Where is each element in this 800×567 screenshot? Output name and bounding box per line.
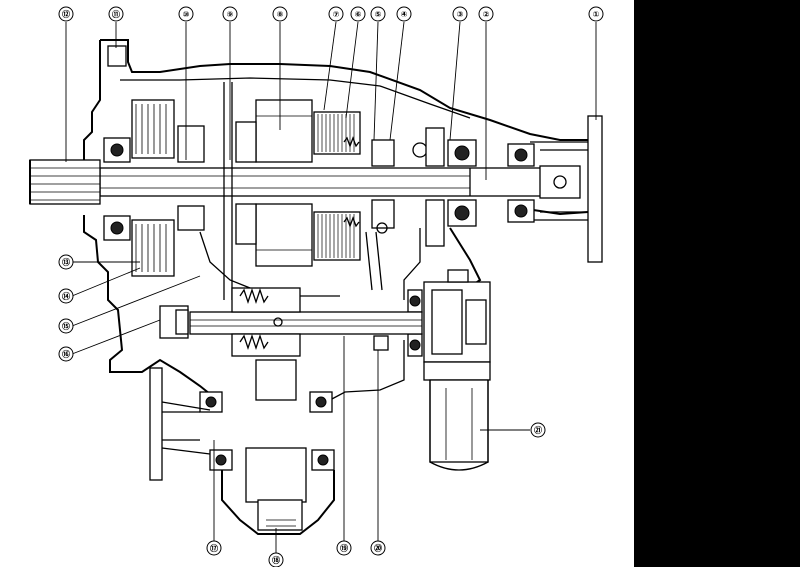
callout-label: ⑪ — [112, 9, 120, 19]
callout-label: ⑰ — [210, 543, 218, 553]
callout-label: ⑳ — [374, 543, 382, 553]
callout-circle — [328, 6, 344, 22]
callout-label: ④ — [401, 10, 408, 19]
callout-7: ⑦ — [328, 6, 344, 22]
callout-label: ⑤ — [375, 10, 382, 19]
callout-circle — [206, 540, 222, 556]
main-shaft — [99, 165, 581, 199]
callout-circle — [336, 540, 352, 556]
callout-circle — [268, 552, 284, 567]
callout-label: ⑯ — [62, 349, 70, 359]
clutch-pack — [313, 111, 361, 261]
bearings — [103, 137, 535, 471]
callout-circle — [178, 6, 194, 22]
callout-12: ⑫ — [58, 6, 74, 22]
callout-circle — [478, 6, 494, 22]
callout-13: ⑬ — [58, 254, 74, 270]
callout-17: ⑰ — [206, 540, 222, 556]
callout-10: ⑩ — [178, 6, 194, 22]
callout-2: ② — [478, 6, 494, 22]
callout-circle — [58, 6, 74, 22]
callout-circle — [588, 6, 604, 22]
callout-circle — [58, 318, 74, 334]
callout-label: ㉑ — [534, 425, 542, 435]
callout-label: ⑬ — [62, 257, 70, 267]
leader-lines — [65, 21, 597, 556]
callout-8: ⑧ — [272, 6, 288, 22]
callout-16: ⑯ — [58, 346, 74, 362]
callout-circle — [530, 422, 546, 438]
callout-21: ㉑ — [530, 422, 546, 438]
front-output-flange — [149, 359, 335, 535]
main-housing — [83, 39, 589, 401]
callout-markers: ① ② ③ ④ ⑤ ⑥ ⑦ ⑧ ⑨ ⑩ ⑪ ⑫ ⑬ ⑭ ⑮ ⑯ ⑰ ⑱ ⑲ ⑳ ㉑ — [58, 6, 604, 567]
callout-label: ② — [483, 10, 490, 19]
callout-9: ⑨ — [222, 6, 238, 22]
callout-18: ⑱ — [268, 552, 284, 567]
callout-circle — [58, 288, 74, 304]
synchro-hub — [371, 127, 445, 247]
callout-circle — [222, 6, 238, 22]
callout-19: ⑲ — [336, 540, 352, 556]
callout-20: ⑳ — [370, 540, 386, 556]
callout-label: ⑲ — [340, 543, 348, 553]
callout-3: ③ — [452, 6, 468, 22]
callout-15: ⑮ — [58, 318, 74, 334]
callout-11: ⑪ — [108, 6, 124, 22]
callout-label: ③ — [457, 10, 464, 19]
callout-circle — [452, 6, 468, 22]
callout-circle — [396, 6, 412, 22]
callout-4: ④ — [396, 6, 412, 22]
drawing-sheet — [0, 0, 634, 567]
rear-output-flange — [530, 115, 603, 263]
callout-circle — [350, 6, 366, 22]
front-output-shaft — [159, 287, 423, 357]
input-spline — [29, 159, 101, 205]
callout-1: ① — [588, 6, 604, 22]
callout-label: ⑱ — [272, 555, 280, 565]
callout-circle — [58, 254, 74, 270]
callout-label: ⑨ — [227, 10, 234, 19]
callout-label: ⑦ — [333, 10, 340, 19]
callout-label: ⑭ — [62, 291, 70, 301]
callout-circle — [370, 540, 386, 556]
callout-6: ⑥ — [350, 6, 366, 22]
drive-sprocket — [235, 99, 313, 267]
callout-label: ⑩ — [183, 10, 190, 19]
callout-14: ⑭ — [58, 288, 74, 304]
callout-label: ⑥ — [355, 10, 362, 19]
callout-5: ⑤ — [370, 6, 386, 22]
callout-circle — [58, 346, 74, 362]
callout-circle — [272, 6, 288, 22]
transfer-case-cross-section: ① ② ③ ④ ⑤ ⑥ ⑦ ⑧ ⑨ ⑩ ⑪ ⑫ ⑬ ⑭ ⑮ ⑯ ⑰ ⑱ ⑲ ⑳ ㉑ — [29, 6, 604, 567]
drive-chain — [223, 82, 383, 300]
callout-circle — [370, 6, 386, 22]
callout-label: ① — [593, 10, 600, 19]
planetary-gear-set — [107, 45, 205, 277]
shift-actuator-motor — [423, 269, 491, 471]
callout-label: ⑫ — [62, 9, 70, 19]
callout-circle — [108, 6, 124, 22]
callout-label: ⑧ — [277, 10, 284, 19]
callout-label: ⑮ — [62, 321, 70, 331]
